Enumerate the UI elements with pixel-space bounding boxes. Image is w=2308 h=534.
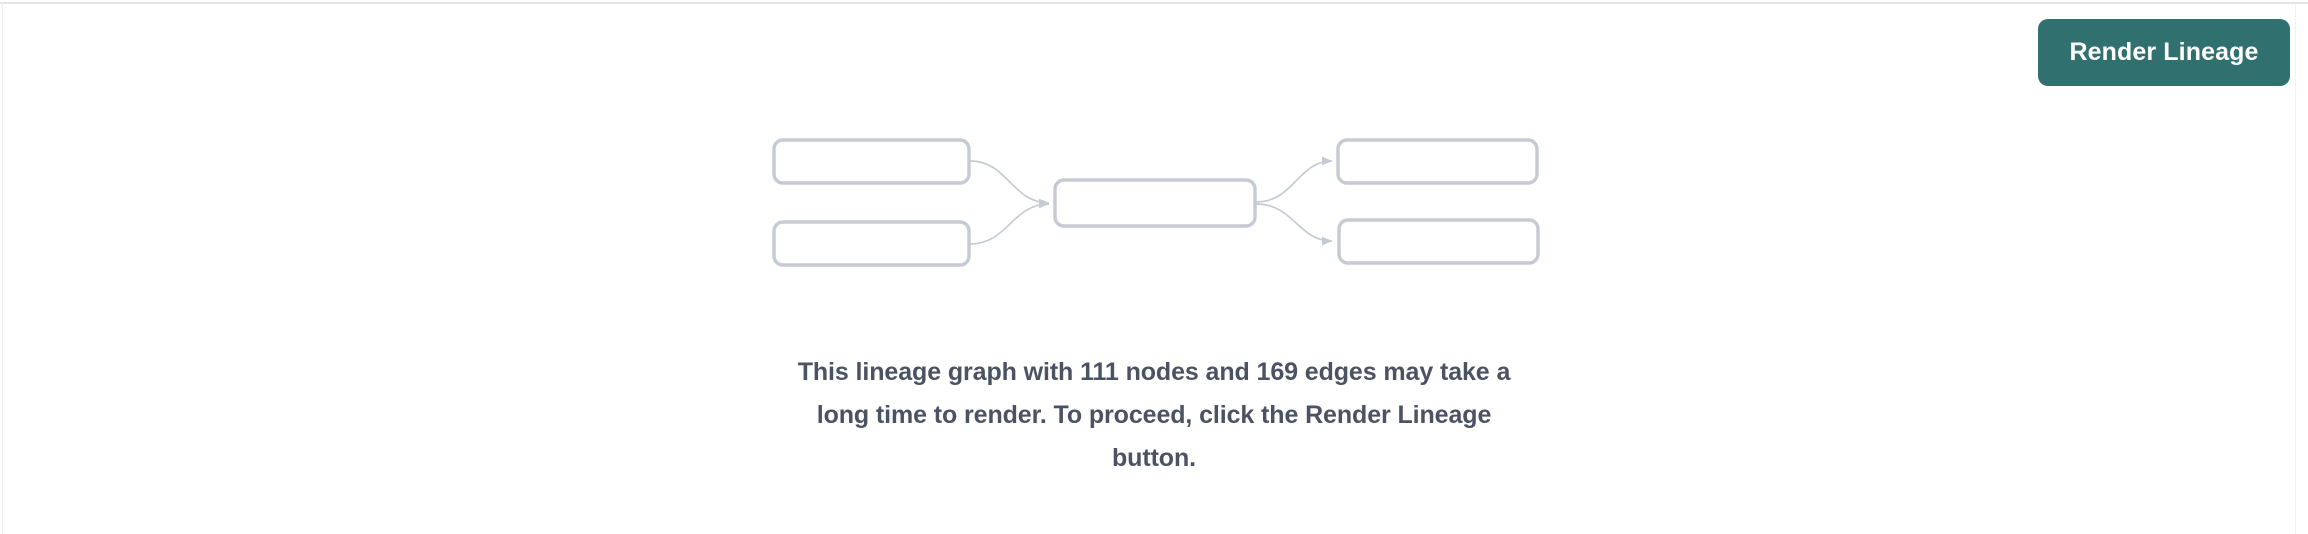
lineage-node-group <box>772 138 1540 267</box>
lineage-edge-upstream-2 <box>969 199 1050 245</box>
panel-right-border <box>2295 4 2296 534</box>
lineage-node-upstream-2 <box>772 220 971 267</box>
lineage-edge-downstream-2 <box>1255 203 1333 246</box>
panel-top-border <box>0 2 2308 4</box>
render-lineage-button[interactable]: Render Lineage <box>2038 19 2290 86</box>
lineage-warning-message: This lineage graph with 111 nodes and 16… <box>797 358 1511 472</box>
lineage-node-downstream-1 <box>1336 138 1539 185</box>
lineage-edge-downstream-1 <box>1255 156 1333 203</box>
lineage-edge-group <box>969 156 1333 246</box>
lineage-node-focus <box>1053 178 1257 228</box>
lineage-edge-upstream-1 <box>969 160 1050 208</box>
lineage-node-downstream-2 <box>1337 218 1540 265</box>
lineage-node-upstream-1 <box>772 138 971 185</box>
panel-left-border <box>2 2 3 534</box>
lineage-graph-illustration <box>772 138 1540 267</box>
